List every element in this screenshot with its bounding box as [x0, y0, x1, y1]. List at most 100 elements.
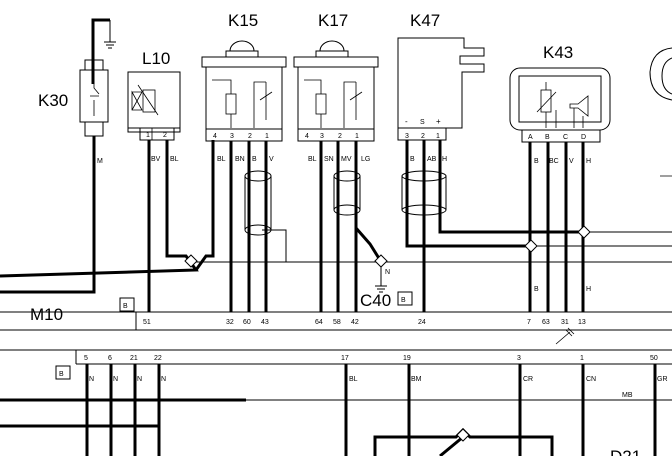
- m10-label: M10: [30, 305, 63, 324]
- wire-color-k43-lower-2: H: [586, 286, 591, 293]
- k47-label: K47: [410, 11, 440, 30]
- connector-pin-7: 7: [527, 319, 531, 326]
- svg-text:B: B: [401, 297, 406, 304]
- wire-color-k43-3: V: [569, 158, 574, 165]
- lower-wiring: [0, 364, 672, 456]
- connector-lower[interactable]: [0, 349, 672, 365]
- c40-label: C40: [360, 291, 391, 310]
- upper-wiring: [0, 136, 672, 312]
- bottom-color-5: N: [89, 376, 94, 383]
- bottom-pin-3: 3: [517, 355, 521, 362]
- k15-pin-1: 1: [265, 133, 269, 140]
- bottom-color-3: CR: [523, 376, 533, 383]
- wire-color-k47-1: B: [410, 156, 415, 163]
- splice-k43-h: [577, 225, 591, 239]
- wire-color-k47-3: H: [442, 156, 447, 163]
- wire-color-k17-4: LG: [361, 156, 370, 163]
- svg-text:B: B: [123, 303, 128, 310]
- k43-pin-a: A: [528, 134, 533, 141]
- shield-k15: [244, 170, 272, 236]
- wire-color-k43-4: H: [586, 158, 591, 165]
- k15-pin-2: 2: [248, 133, 252, 140]
- k47-sign-plus: +: [436, 117, 441, 126]
- relay-k15[interactable]: [201, 40, 287, 142]
- badge-m10: B: [119, 297, 135, 312]
- bottom-pin-50: 50: [650, 355, 658, 362]
- ground-c40: [375, 267, 387, 293]
- k47-sign-s: S: [420, 119, 425, 126]
- bottom-pin-19: 19: [403, 355, 411, 362]
- k17-label: K17: [318, 11, 348, 30]
- wire-color-k15-1: BL: [217, 156, 226, 163]
- bottom-color-21: N: [137, 376, 142, 383]
- bottom-color-6: N: [113, 376, 118, 383]
- l10-pin-1: 1: [146, 132, 150, 139]
- connector-pin-60: 60: [243, 319, 251, 326]
- connector-pin-13: 13: [578, 319, 586, 326]
- bottom-pin-17: 17: [341, 355, 349, 362]
- wire-color-l10-1: BV: [151, 156, 161, 163]
- wire-color-k15-4: V: [269, 156, 274, 163]
- sensor-k47[interactable]: [397, 37, 485, 141]
- wire-color-k30: M: [97, 158, 103, 165]
- connector-pin-42: 42: [351, 319, 359, 326]
- component-l10[interactable]: [127, 71, 181, 141]
- l10-label: L10: [142, 49, 170, 68]
- bottom-color-22: N: [161, 376, 166, 383]
- wire-color-k15-2: BN: [235, 156, 245, 163]
- connector-pin-63: 63: [542, 319, 550, 326]
- bottom-color-1: CN: [586, 376, 596, 383]
- connector-pin-24: 24: [418, 319, 426, 326]
- shield-k17: [333, 170, 361, 216]
- wire-color-k43-2: BC: [549, 158, 559, 165]
- k15-label: K15: [228, 11, 258, 30]
- connector-pin-43: 43: [261, 319, 269, 326]
- l10-pin-2: 2: [163, 132, 167, 139]
- k43-pin-b: B: [545, 134, 550, 141]
- splice-k43-b: [524, 239, 538, 253]
- k15-pin-3: 3: [230, 133, 234, 140]
- k47-pin-1: 1: [436, 133, 440, 140]
- wire-color-k17-1: BL: [308, 156, 317, 163]
- wire-color-k43-lower-1: B: [534, 286, 539, 293]
- k43-pin-d: D: [581, 134, 586, 141]
- connector-pin-31: 31: [561, 319, 569, 326]
- wire-color-k15-3: B: [252, 156, 257, 163]
- bottom-pin-22: 22: [154, 355, 162, 362]
- bottom-color-17: BL: [349, 376, 358, 383]
- k17-pin-4: 4: [305, 133, 309, 140]
- k43-pin-c: C: [563, 134, 568, 141]
- shield-k47: [401, 170, 447, 216]
- svg-text:B: B: [59, 371, 64, 378]
- bottom-color-19: BM: [411, 376, 422, 383]
- wire-color-l10-2: BL: [170, 156, 179, 163]
- k15-pin-4: 4: [213, 133, 217, 140]
- wire-color-c40: N: [385, 269, 390, 276]
- splice-l10: [184, 254, 198, 268]
- wire-color-k17-3: MV: [341, 156, 352, 163]
- wire-color-k43-1: B: [534, 158, 539, 165]
- k17-pin-1: 1: [355, 133, 359, 140]
- bottom-pin-6: 6: [108, 355, 112, 362]
- k47-pin-3: 3: [405, 133, 409, 140]
- splice-lower: [456, 428, 470, 442]
- k47-pin-2: 2: [421, 133, 425, 140]
- relay-k17[interactable]: [293, 40, 379, 142]
- connector-pin-58: 58: [333, 319, 341, 326]
- connector-m10[interactable]: [0, 311, 672, 331]
- bottom-pin-1: 1: [580, 355, 584, 362]
- probe-icon: [555, 327, 575, 345]
- k17-pin-2: 2: [338, 133, 342, 140]
- k17-pin-3: 3: [320, 133, 324, 140]
- k30-label: K30: [38, 91, 68, 110]
- relay-k30[interactable]: [79, 18, 116, 137]
- connector-pin-51: 51: [143, 319, 151, 326]
- connector-pin-64: 64: [315, 319, 323, 326]
- badge-c40: B: [397, 291, 413, 306]
- sensor-k43[interactable]: [509, 67, 611, 143]
- partial-component-right: [649, 47, 672, 233]
- k47-sign-minus: -: [405, 117, 408, 126]
- connector-pin-32: 32: [226, 319, 234, 326]
- badge-lower: B: [55, 365, 71, 380]
